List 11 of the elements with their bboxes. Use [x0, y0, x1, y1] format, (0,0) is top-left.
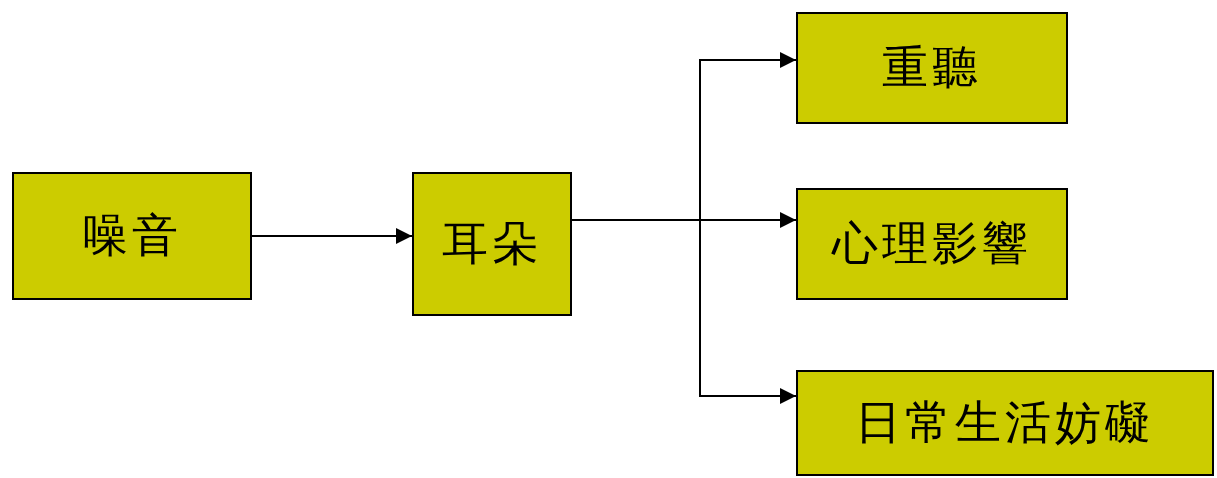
box-label: 重聽 [882, 39, 982, 96]
process-box [796, 12, 1068, 124]
box-label: 心理影響 [832, 215, 1032, 272]
process-box [796, 188, 1068, 300]
process-box [412, 172, 572, 316]
arrow [251, 228, 413, 244]
process-box [796, 370, 1214, 476]
box-label: 日常生活妨礙 [855, 394, 1155, 451]
box-label: 耳朵 [442, 215, 542, 272]
process-box [12, 172, 252, 300]
box-label: 噪音 [82, 207, 182, 264]
